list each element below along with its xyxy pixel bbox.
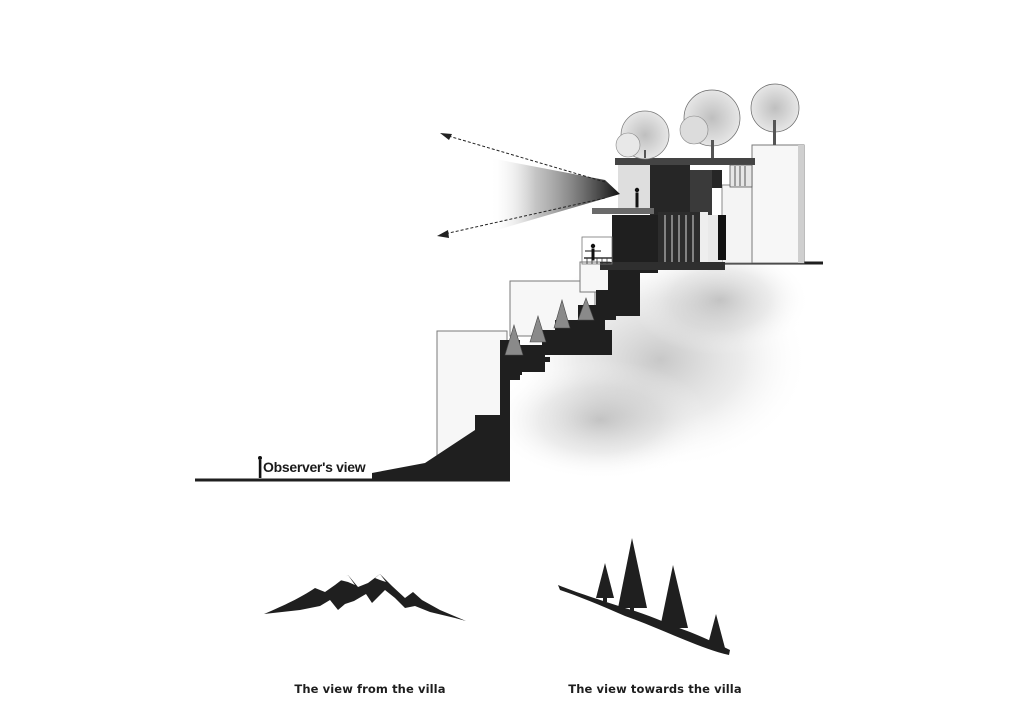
observer-view-label: Observer's view (263, 459, 366, 475)
pine-trees-on-slope-icon (558, 538, 730, 655)
terrace-pine-trees (504, 297, 595, 356)
villa-building (581, 144, 805, 273)
roof-garden-trees (615, 83, 800, 160)
mountain-range-icon (264, 574, 466, 621)
caption-view-from-villa: The view from the villa (294, 682, 446, 696)
view-cone (437, 133, 620, 238)
caption-view-towards-villa: The view towards the villa (568, 682, 742, 696)
standing-person-icon (258, 187, 640, 478)
